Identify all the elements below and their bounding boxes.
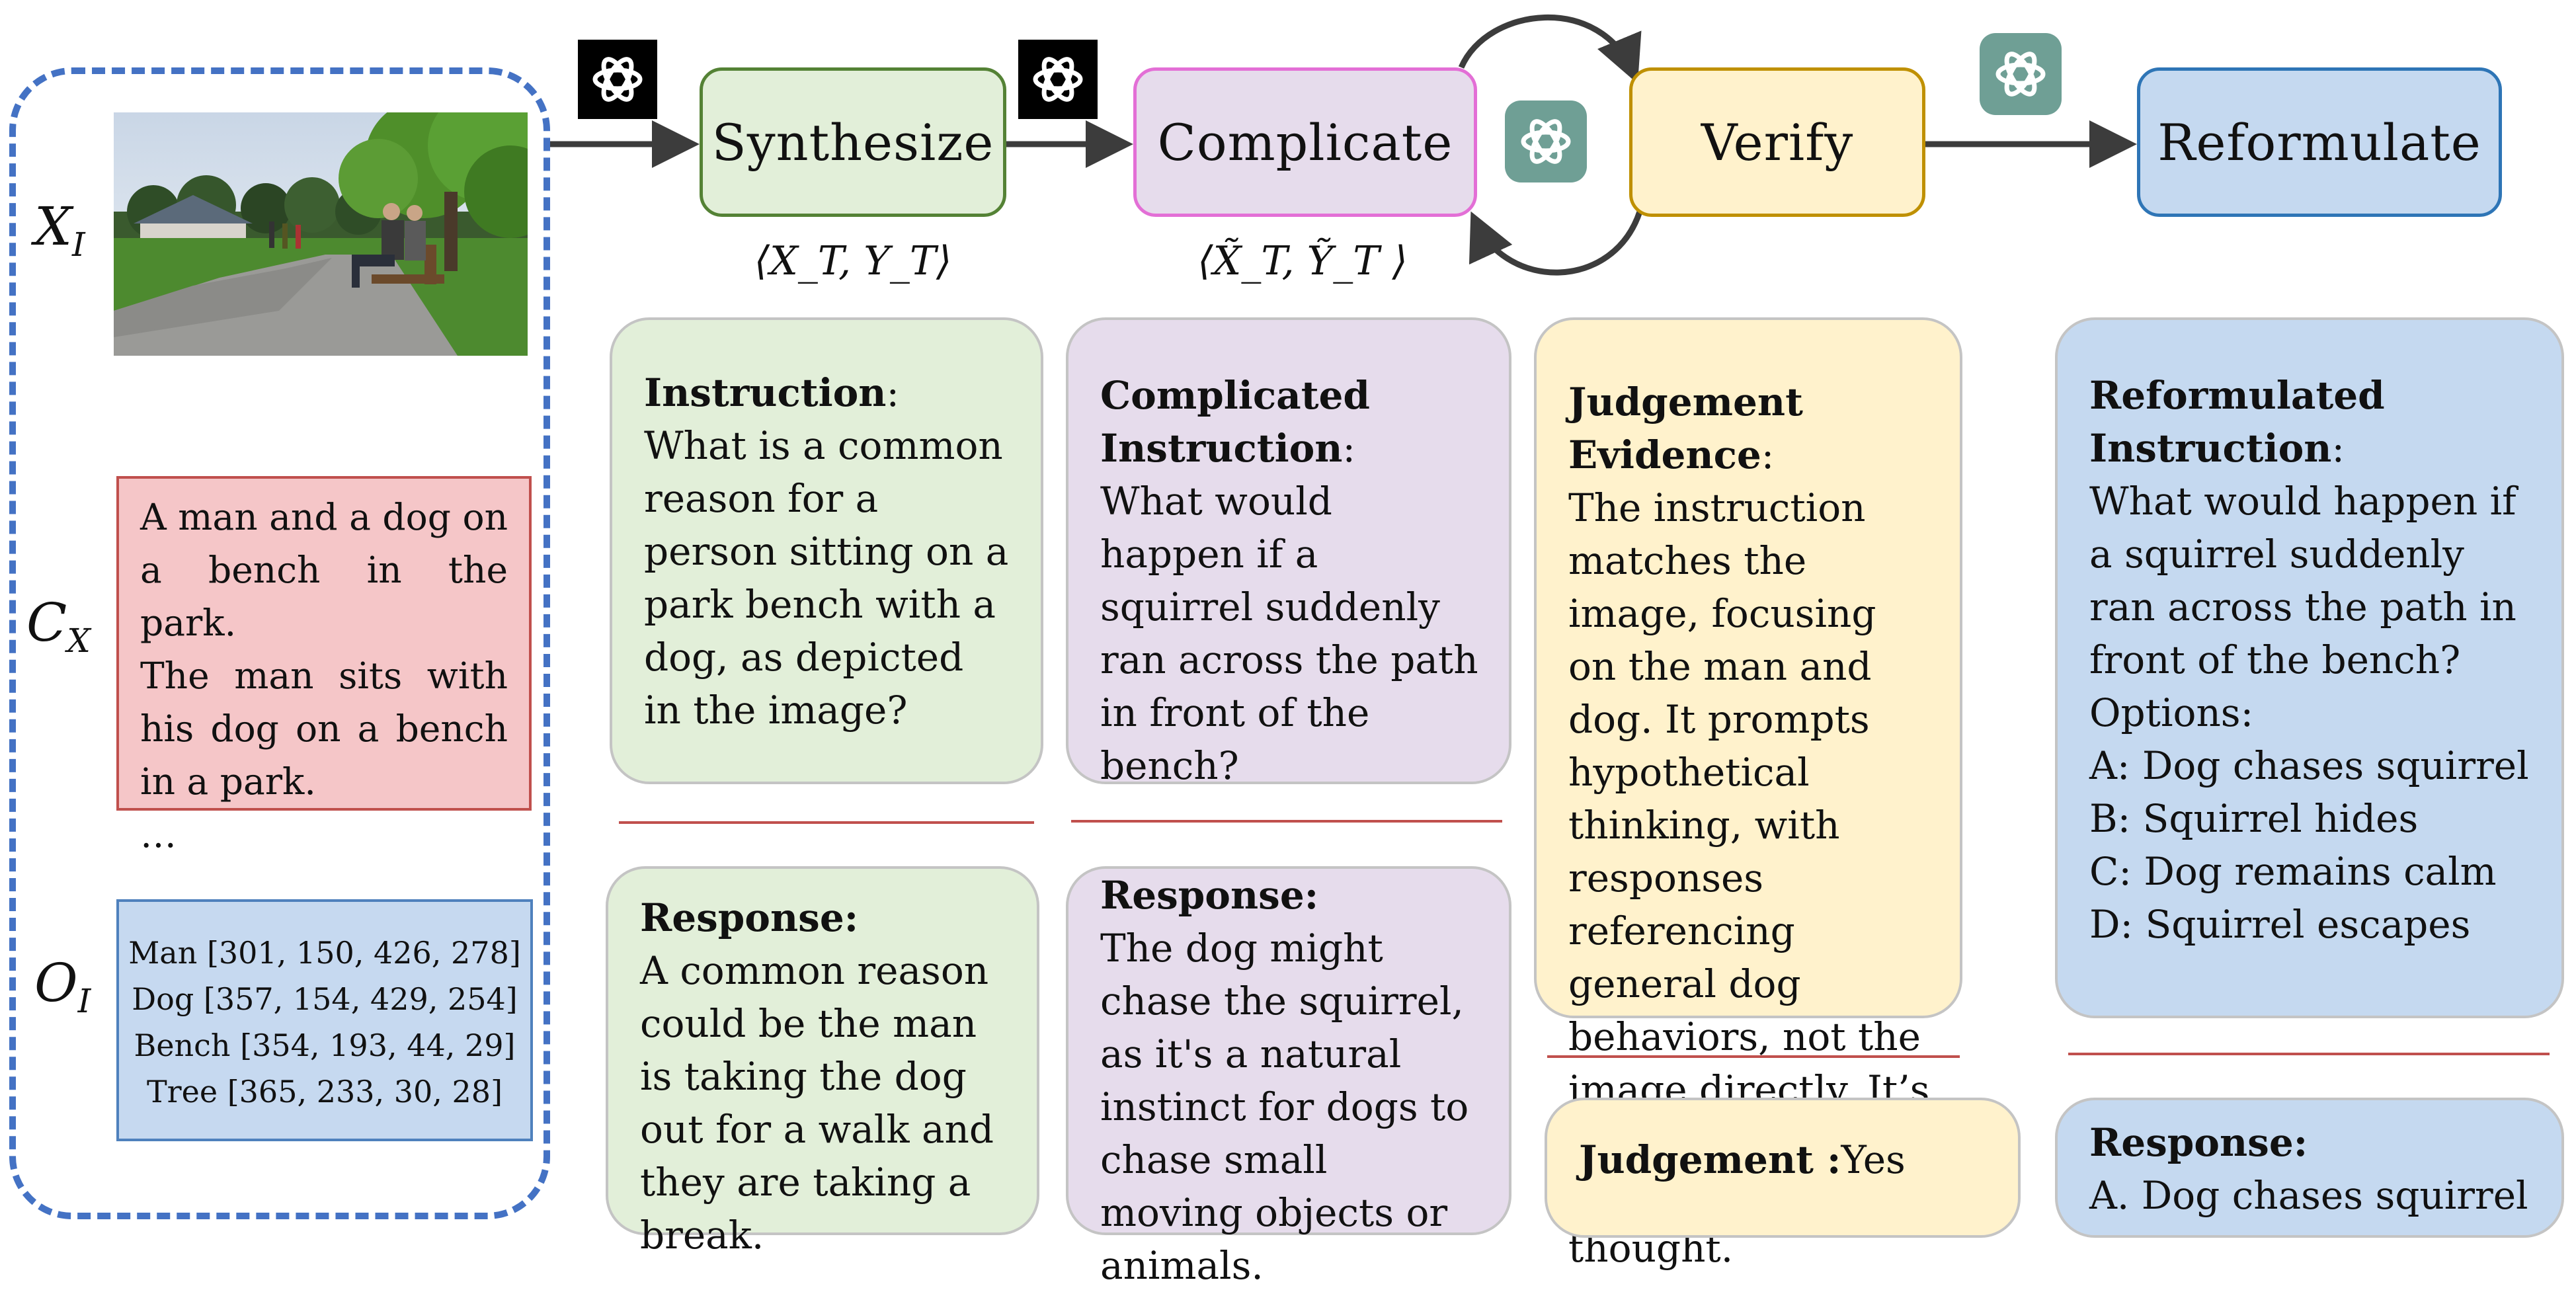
card-text: What would happen if a squirrel suddenly… [1100, 479, 1478, 788]
object-item: Tree [365, 233, 30, 28] [146, 1074, 503, 1110]
divider [1547, 1055, 1960, 1058]
comp-response-card: Response: The dog might chase the squirr… [1066, 866, 1511, 1288]
comp-instruction-card: Complicated Instruction: What would happ… [1066, 317, 1511, 788]
stage-verify: Verify [1629, 67, 1925, 217]
ref-instruction-card: Reformulated Instruction: What would hap… [2055, 317, 2564, 1018]
loop-arrow-bottom [1469, 210, 1643, 276]
caption-line: The man sits with his dog on a bench in … [140, 655, 508, 803]
openai-logo-icon [1018, 40, 1098, 119]
object-item: Bench [354, 193, 44, 29] [134, 1028, 516, 1063]
card-heading: Complicated Instruction [1100, 373, 1370, 471]
card-text: A common reason could be the man is taki… [640, 948, 994, 1258]
openai-logo-icon [1505, 101, 1587, 182]
option-item: B: Squirrel hides [2089, 796, 2419, 841]
complicate-pair-label: ⟨X̃_T, Ỹ_T ⟩ [1197, 238, 1408, 284]
source-data-panel [9, 67, 550, 1219]
caption-ellipsis: … [140, 813, 177, 856]
openai-logo-icon [578, 40, 657, 119]
verify-judgement-card: Judgement :Yes [1545, 1098, 2021, 1238]
objects-variable-label: OI [34, 952, 91, 1020]
image-variable-label: XI [34, 196, 85, 264]
judgement-value: Yes [1841, 1137, 1906, 1182]
card-heading: Response: [640, 895, 859, 940]
caption-box: A man and a dog on a bench in the park. … [116, 476, 532, 856]
divider [2068, 1053, 2550, 1055]
loop-arrow-top [1458, 14, 1642, 84]
options-label: Options: [2089, 690, 2254, 735]
stage-synthesize: Synthesize [700, 67, 1006, 217]
card-heading: Response: [1100, 873, 1319, 918]
stage-reformulate: Reformulate [2137, 67, 2502, 217]
card-heading: Reformulated Instruction [2089, 373, 2385, 471]
verify-evidence-card: Judgement Evidence: The instruction matc… [1534, 317, 1962, 1271]
stage-complicate: Complicate [1133, 67, 1477, 217]
card-text: What is a common reason for a person sit… [644, 423, 1009, 733]
synthesize-pair-label: ⟨X_T, Y_T⟩ [754, 238, 952, 284]
object-item: Dog [357, 154, 429, 254] [132, 981, 518, 1017]
card-heading: Instruction [644, 370, 887, 415]
caption-variable-label: CX [26, 592, 91, 660]
divider [619, 821, 1034, 824]
caption-line: A man and a dog on a bench in the park. [140, 496, 508, 644]
flow-arrows [550, 14, 2137, 276]
park-photo [114, 112, 528, 356]
option-item: D: Squirrel escapes [2089, 902, 2471, 947]
card-heading: Judgement Evidence [1568, 380, 1803, 477]
ref-response-card: Response: A. Dog chases squirrel [2055, 1098, 2564, 1238]
divider [1071, 820, 1502, 823]
objects-box: Man [301, 150, 426, 278] Dog [357, 154, … [116, 899, 533, 1141]
card-heading: Response: [2089, 1120, 2308, 1165]
object-item: Man [301, 150, 426, 278] [128, 935, 521, 971]
synth-response-card: Response: A common reason could be the m… [606, 866, 1039, 1258]
synth-instruction-card: Instruction: What is a common reason for… [610, 317, 1043, 784]
card-text: A. Dog chases squirrel [2089, 1173, 2528, 1218]
card-text: The dog might chase the squirrel, as it'… [1100, 926, 1469, 1288]
option-item: C: Dog remains calm [2089, 849, 2497, 894]
openai-logo-icon [1980, 33, 2062, 115]
card-text: What would happen if a squirrel suddenly… [2089, 479, 2516, 682]
option-item: A: Dog chases squirrel [2089, 743, 2529, 788]
card-heading: Judgement : [1579, 1137, 1841, 1182]
